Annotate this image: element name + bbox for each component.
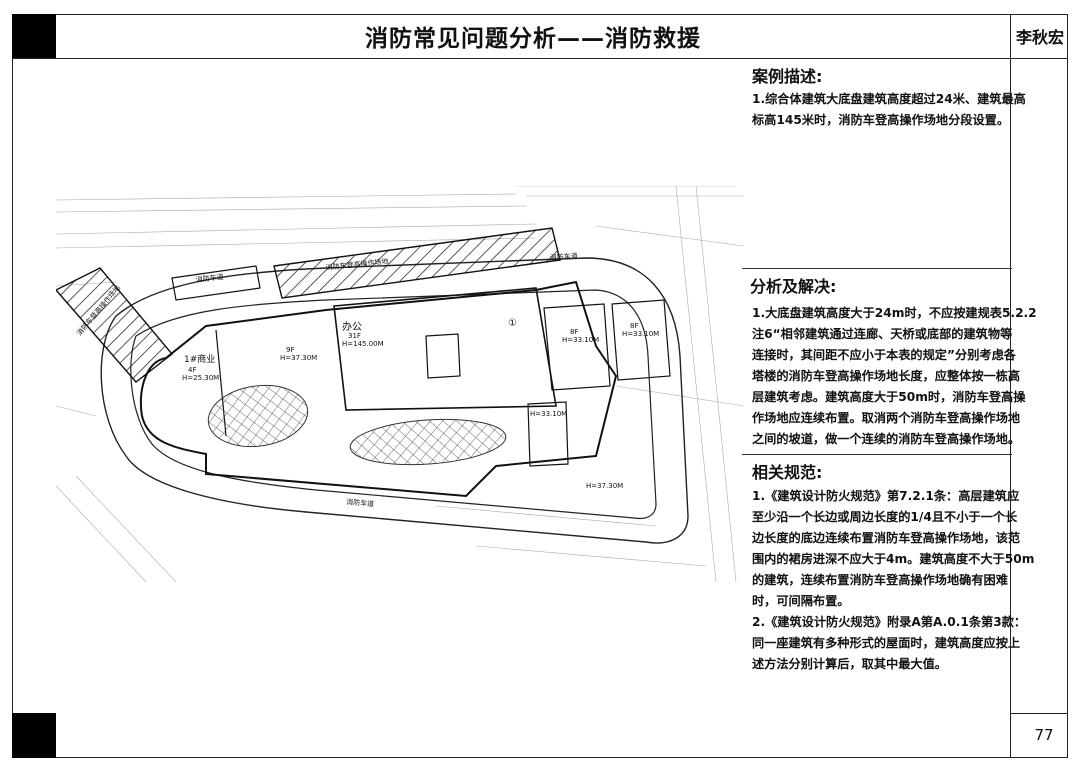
page-number: 77: [1034, 726, 1054, 744]
case-heading: 案例描述:: [752, 67, 823, 86]
label-fire-lane-top: 消防车道: [550, 251, 579, 262]
label-b2-height: H=37.30M: [280, 354, 317, 362]
corner-block-top-left: [12, 14, 56, 58]
section-divider: [742, 268, 1012, 269]
fire-lane-outer-edge: [100, 257, 689, 544]
office-tower-outline: [333, 287, 557, 411]
analysis-line: 作场地应连续布置。取消两个消防车登高操作场地: [752, 411, 1021, 425]
analysis-text: 1.大底盘建筑高度大于24m时，不应按建规表5.2.2 注6“相邻建筑通过连廊、…: [752, 303, 1037, 450]
analysis-heading: 分析及解决:: [750, 277, 837, 296]
pagenum-divider: [1010, 713, 1068, 714]
case-line: 标高145米时，消防车登高操作场地分段设置。: [752, 113, 1010, 127]
office-core: [425, 333, 461, 379]
label-b2-floors: 9F: [286, 346, 294, 354]
label-building-number: ①: [508, 318, 517, 329]
sheet-frame: [12, 14, 1068, 758]
case-text: 1.综合体建筑大底盘建筑高度超过24米、建筑最高 标高145米时，消防车登高操作…: [752, 89, 1026, 131]
codes-line: 2.《建筑设计防火规范》附录A第A.0.1条第3款：: [752, 615, 1027, 629]
corner-block-bottom-left: [12, 713, 56, 758]
analysis-line: 1.大底盘建筑高度大于24m时，不应按建规表5.2.2: [752, 306, 1037, 320]
label-b3-floors: 8F: [570, 328, 578, 336]
author-name: 李秋宏: [1015, 28, 1064, 47]
header-divider: [12, 58, 1068, 59]
label-b6-height: H=37.30M: [586, 482, 623, 490]
analysis-line: 连接时，其间距不应小于本表的规定”分别考虑各: [752, 348, 1016, 362]
case-line: 1.综合体建筑大底盘建筑高度超过24米、建筑最高: [752, 92, 1026, 106]
codes-line: 时，可间隔布置。: [752, 594, 850, 608]
label-b4-floors: 8F: [630, 322, 638, 330]
site-plan-drawing: 消防车登高操作场地 消防车道 消防车道 消防车登高操作场地 消防车道 办公 31…: [56, 186, 744, 582]
analysis-line: 注6“相邻建筑通过连廊、天桥或底部的建筑物等: [752, 327, 1013, 341]
right-block-1: [543, 303, 611, 391]
codes-heading: 相关规范:: [752, 463, 823, 482]
page-title: 消防常见问题分析——消防救援: [365, 26, 701, 52]
section-divider: [742, 454, 1012, 455]
background-road-lines: [56, 186, 744, 582]
codes-line: 同一座建筑有多种形式的屋面时，建筑高度应按上: [752, 636, 1021, 650]
landscape-area-center: [349, 418, 507, 466]
codes-line: 边长度的底边连续布置消防车登高操作场地，该范: [752, 531, 1021, 545]
codes-line: 的建筑，连续布置消防车登高操作场地确有困难: [752, 573, 1008, 587]
label-fire-lane-bottom: 消防车道: [346, 497, 375, 508]
label-retail: 1#商业: [184, 353, 215, 365]
right-column-divider: [1010, 14, 1011, 758]
label-office-height: H=145.00M: [342, 340, 384, 348]
right-block-2: [611, 299, 671, 381]
analysis-line: 层建筑考虑。建筑高度大于50m时，消防车登高操: [752, 390, 1026, 404]
site-plan-svg: 消防车登高操作场地 消防车道 消防车道 消防车登高操作场地 消防车道 办公 31…: [56, 186, 744, 582]
label-b4-height: H=33.10M: [622, 330, 659, 338]
label-retail-height: H=25.30M: [182, 374, 219, 382]
building-podium-outline: [139, 280, 618, 498]
fire-lane-inner-edge: [130, 289, 657, 520]
codes-line: 1.《建筑设计防火规范》第7.2.1条：高层建筑应: [752, 489, 1020, 503]
label-fire-lane-left: 消防车道: [195, 272, 224, 284]
landscape-area-left: [207, 384, 309, 448]
codes-text: 1.《建筑设计防火规范》第7.2.1条：高层建筑应 至少沿一个长边或周边长度的1…: [752, 486, 1034, 675]
platform-ramp: [171, 265, 261, 301]
label-office: 办公: [342, 320, 362, 333]
label-b5-height: H=33.10M: [530, 410, 567, 418]
right-block-3: [527, 401, 569, 467]
label-retail-floors: 4F: [188, 366, 196, 374]
analysis-line: 之间的坡道，做一个连续的消防车登高操作场地。: [752, 432, 1021, 446]
label-office-floors: 31F: [348, 332, 361, 340]
codes-line: 述方法分别计算后，取其中最大值。: [752, 657, 947, 671]
analysis-line: 塔楼的消防车登高操作场地长度，应整体按一栋高: [752, 369, 1021, 383]
top-platform-hatch: [273, 227, 561, 299]
codes-line: 至少沿一个长边或周边长度的1/4且不小于一个长: [752, 510, 1018, 524]
codes-line: 围内的裙房进深不应大于4m。建筑高度不大于50m: [752, 552, 1035, 566]
label-b3-height: H=33.10M: [562, 336, 599, 344]
